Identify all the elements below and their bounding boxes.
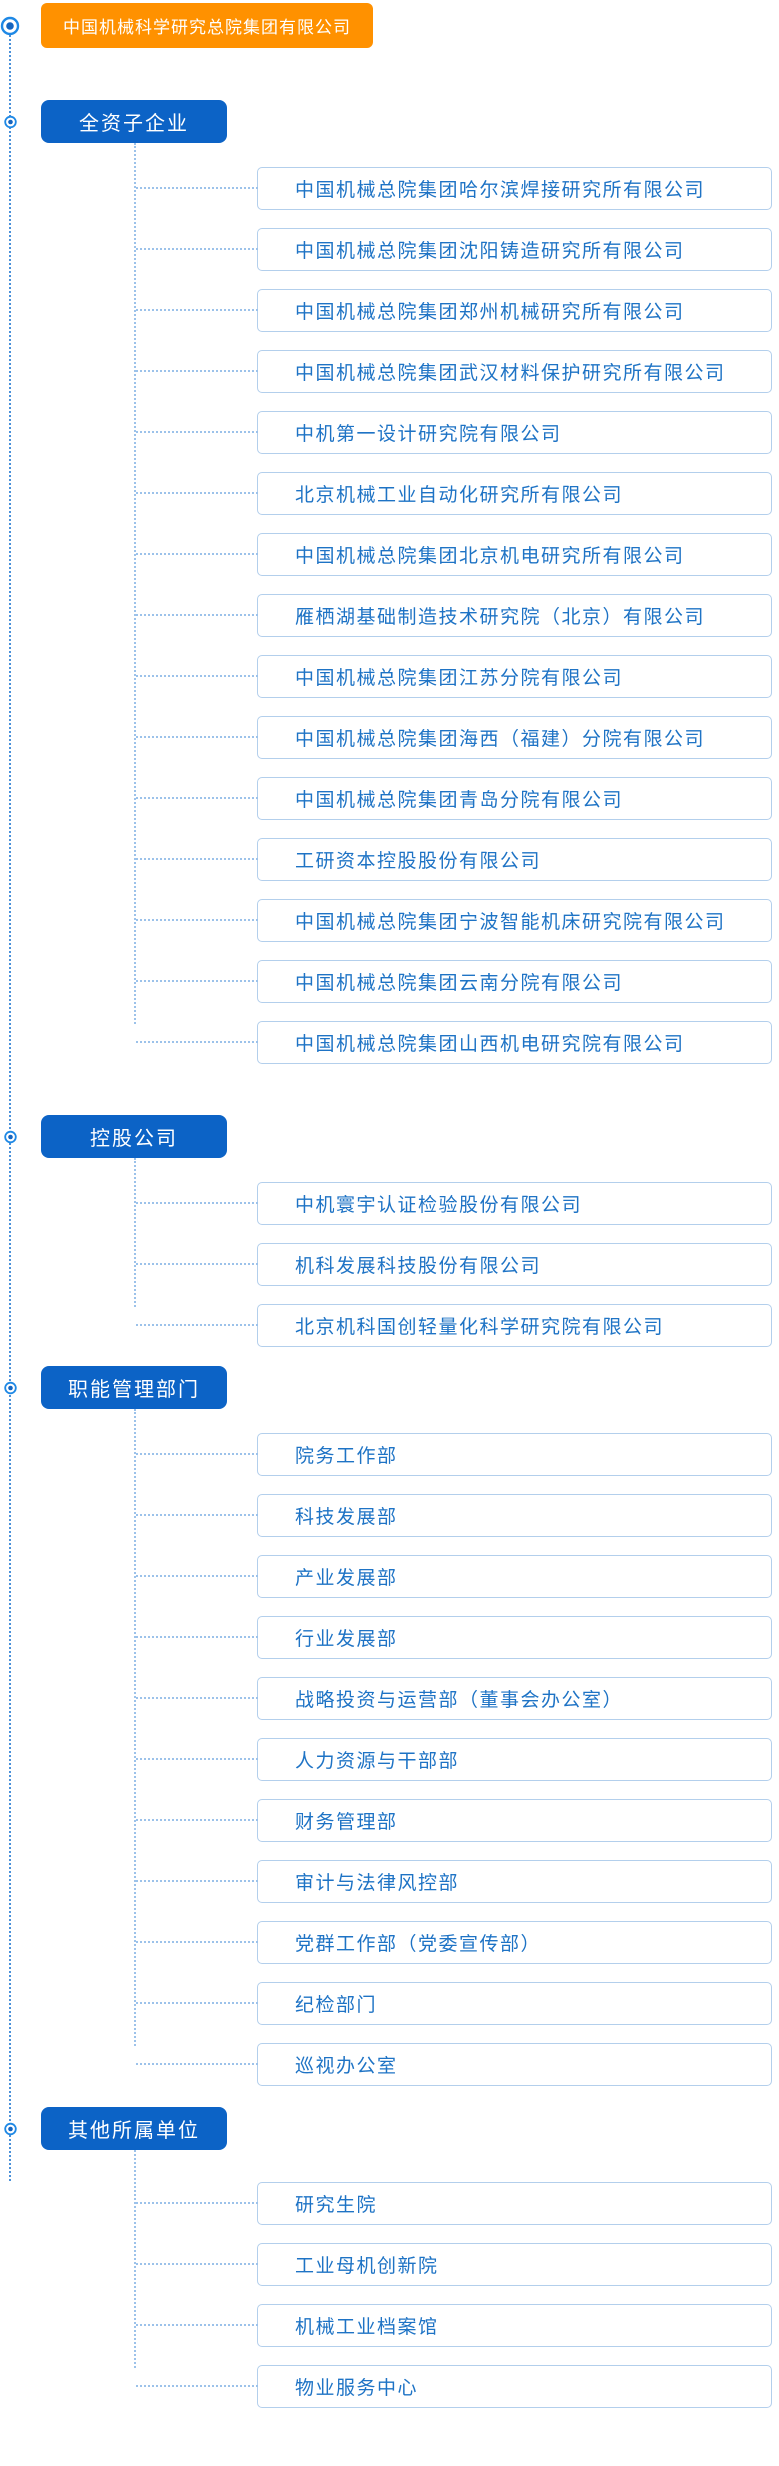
section-node-bullet-icon xyxy=(4,2122,17,2135)
section-node-button[interactable]: 控股公司 xyxy=(41,1115,227,1158)
org-item[interactable]: 巡视办公室 xyxy=(136,2043,772,2086)
org-item-label: 中国机械总院集团云南分院有限公司 xyxy=(295,973,624,994)
org-item[interactable]: 北京机科国创轻量化科学研究院有限公司 xyxy=(136,1304,772,1347)
org-item[interactable]: 中国机械总院集团山西机电研究院有限公司 xyxy=(136,1021,772,1064)
org-item[interactable]: 研究生院 xyxy=(136,2182,772,2225)
org-item-label: 中机寰宇认证检验股份有限公司 xyxy=(295,1195,583,1216)
org-item-label: 中国机械总院集团北京机电研究所有限公司 xyxy=(295,546,685,567)
org-item[interactable]: 中国机械总院集团沈阳铸造研究所有限公司 xyxy=(136,228,772,271)
org-item[interactable]: 中国机械总院集团江苏分院有限公司 xyxy=(136,655,772,698)
org-item[interactable]: 中国机械总院集团北京机电研究所有限公司 xyxy=(136,533,772,576)
org-item[interactable]: 中机第一设计研究院有限公司 xyxy=(136,411,772,454)
org-item[interactable]: 物业服务中心 xyxy=(136,2365,772,2408)
org-item[interactable]: 中国机械总院集团哈尔滨焊接研究所有限公司 xyxy=(136,167,772,210)
org-item[interactable]: 财务管理部 xyxy=(136,1799,772,1842)
org-item[interactable]: 中国机械总院集团郑州机械研究所有限公司 xyxy=(136,289,772,332)
org-item-label: 中国机械总院集团宁波智能机床研究院有限公司 xyxy=(295,912,726,933)
org-item-label: 中国机械总院集团江苏分院有限公司 xyxy=(295,668,624,689)
org-item-label: 北京机科国创轻量化科学研究院有限公司 xyxy=(295,1317,665,1338)
section-node: 全资子企业 xyxy=(4,100,227,143)
org-item-label: 中机第一设计研究院有限公司 xyxy=(295,424,562,445)
org-item[interactable]: 审计与法律风控部 xyxy=(136,1860,772,1903)
org-item-label: 研究生院 xyxy=(295,2195,378,2216)
org-item-label: 纪检部门 xyxy=(295,1995,378,2016)
root-node-button[interactable]: 中国机械科学研究总院集团有限公司 xyxy=(41,3,373,48)
org-item-label: 财务管理部 xyxy=(295,1812,398,1833)
org-item[interactable]: 中国机械总院集团云南分院有限公司 xyxy=(136,960,772,1003)
org-item-label: 物业服务中心 xyxy=(295,2378,419,2399)
tree-rail-line xyxy=(9,23,11,2181)
org-item[interactable]: 机科发展科技股份有限公司 xyxy=(136,1243,772,1286)
org-item[interactable]: 院务工作部 xyxy=(136,1433,772,1476)
root-node: 中国机械科学研究总院集团有限公司 xyxy=(0,3,373,48)
org-item[interactable]: 人力资源与干部部 xyxy=(136,1738,772,1781)
section-items: 研究生院工业母机创新院机械工业档案馆物业服务中心 xyxy=(134,2150,772,2408)
section-items: 中国机械总院集团哈尔滨焊接研究所有限公司中国机械总院集团沈阳铸造研究所有限公司中… xyxy=(134,143,772,1064)
sections-container: 全资子企业 中国机械总院集团哈尔滨焊接研究所有限公司中国机械总院集团沈阳铸造研究… xyxy=(0,100,779,2408)
org-item[interactable]: 中国机械总院集团青岛分院有限公司 xyxy=(136,777,772,820)
org-item-label: 人力资源与干部部 xyxy=(295,1751,460,1772)
root-node-bullet-icon xyxy=(0,16,20,35)
org-item[interactable]: 雁栖湖基础制造技术研究院（北京）有限公司 xyxy=(136,594,772,637)
org-item-label: 巡视办公室 xyxy=(295,2056,398,2077)
org-item[interactable]: 机械工业档案馆 xyxy=(136,2304,772,2347)
section-items: 中机寰宇认证检验股份有限公司机科发展科技股份有限公司北京机科国创轻量化科学研究院… xyxy=(134,1158,772,1347)
section-node: 职能管理部门 xyxy=(4,1366,227,1409)
org-item-label: 科技发展部 xyxy=(295,1507,398,1528)
org-item-label: 中国机械总院集团青岛分院有限公司 xyxy=(295,790,624,811)
org-item-label: 北京机械工业自动化研究所有限公司 xyxy=(295,485,624,506)
org-item-label: 审计与法律风控部 xyxy=(295,1873,460,1894)
section-node-button[interactable]: 其他所属单位 xyxy=(41,2107,227,2150)
org-item-label: 战略投资与运营部（董事会办公室） xyxy=(295,1690,624,1711)
org-item-label: 机科发展科技股份有限公司 xyxy=(295,1256,542,1277)
org-item[interactable]: 中国机械总院集团宁波智能机床研究院有限公司 xyxy=(136,899,772,942)
org-section: 控股公司 中机寰宇认证检验股份有限公司机科发展科技股份有限公司北京机科国创轻量化… xyxy=(0,1115,779,1347)
org-item[interactable]: 中机寰宇认证检验股份有限公司 xyxy=(136,1182,772,1225)
section-node: 控股公司 xyxy=(4,1115,227,1158)
org-item-label: 中国机械总院集团海西（福建）分院有限公司 xyxy=(295,729,706,750)
org-item-label: 工业母机创新院 xyxy=(295,2256,439,2277)
section-node-bullet-icon xyxy=(4,1130,17,1143)
org-item-label: 中国机械总院集团哈尔滨焊接研究所有限公司 xyxy=(295,180,706,201)
org-item-label: 中国机械总院集团山西机电研究院有限公司 xyxy=(295,1034,685,1055)
org-item[interactable]: 战略投资与运营部（董事会办公室） xyxy=(136,1677,772,1720)
org-item-label: 院务工作部 xyxy=(295,1446,398,1467)
org-item-label: 中国机械总院集团沈阳铸造研究所有限公司 xyxy=(295,241,685,262)
org-item-label: 党群工作部（党委宣传部） xyxy=(295,1934,542,1955)
org-item[interactable]: 工研资本控股股份有限公司 xyxy=(136,838,772,881)
org-item-label: 产业发展部 xyxy=(295,1568,398,1589)
section-items: 院务工作部科技发展部产业发展部行业发展部战略投资与运营部（董事会办公室） 人力资源… xyxy=(134,1409,772,2086)
org-item-label: 中国机械总院集团武汉材料保护研究所有限公司 xyxy=(295,363,726,384)
org-item-label: 行业发展部 xyxy=(295,1629,398,1650)
org-item[interactable]: 中国机械总院集团武汉材料保护研究所有限公司 xyxy=(136,350,772,393)
org-item-label: 雁栖湖基础制造技术研究院（北京）有限公司 xyxy=(295,607,706,628)
org-section: 职能管理部门 院务工作部科技发展部产业发展部行业发展部战略投资与运营部（董事会办… xyxy=(0,1366,779,2086)
section-node-bullet-icon xyxy=(4,115,17,128)
org-item[interactable]: 纪检部门 xyxy=(136,1982,772,2025)
org-item[interactable]: 党群工作部（党委宣传部） xyxy=(136,1921,772,1964)
org-item[interactable]: 产业发展部 xyxy=(136,1555,772,1598)
org-section: 其他所属单位 研究生院工业母机创新院机械工业档案馆物业服务中心 xyxy=(0,2107,779,2408)
org-item[interactable]: 北京机械工业自动化研究所有限公司 xyxy=(136,472,772,515)
org-section: 全资子企业 中国机械总院集团哈尔滨焊接研究所有限公司中国机械总院集团沈阳铸造研究… xyxy=(0,100,779,1064)
org-item[interactable]: 行业发展部 xyxy=(136,1616,772,1659)
org-item[interactable]: 工业母机创新院 xyxy=(136,2243,772,2286)
section-node-bullet-icon xyxy=(4,1381,17,1394)
org-item-label: 工研资本控股股份有限公司 xyxy=(295,851,542,872)
section-node-button[interactable]: 职能管理部门 xyxy=(41,1366,227,1409)
section-node: 其他所属单位 xyxy=(4,2107,227,2150)
org-item[interactable]: 中国机械总院集团海西（福建）分院有限公司 xyxy=(136,716,772,759)
org-item-label: 中国机械总院集团郑州机械研究所有限公司 xyxy=(295,302,685,323)
org-item-label: 机械工业档案馆 xyxy=(295,2317,439,2338)
section-node-button[interactable]: 全资子企业 xyxy=(41,100,227,143)
org-item[interactable]: 科技发展部 xyxy=(136,1494,772,1537)
